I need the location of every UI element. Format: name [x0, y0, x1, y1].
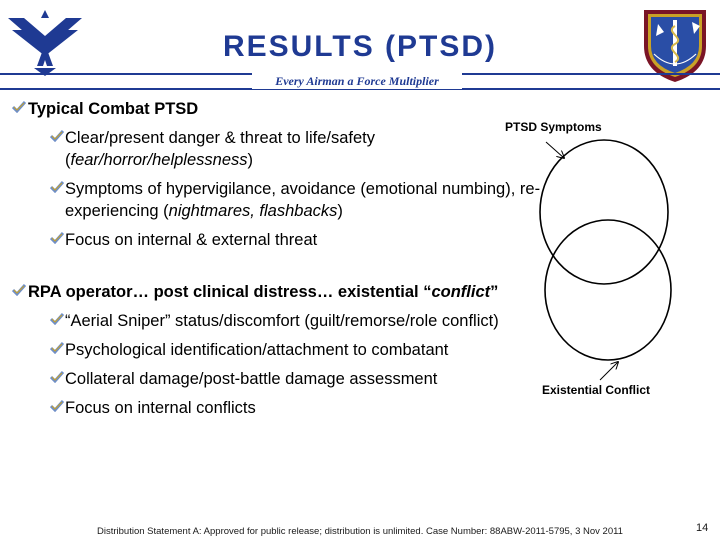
sub-bullet-collateral: Collateral damage/post-battle damage ass…: [12, 368, 542, 390]
paren-close: ): [337, 202, 343, 220]
venn-diagram: [539, 139, 672, 381]
checkmark-bullet-icon: [50, 371, 64, 383]
checkmark-bullet-icon: [50, 400, 64, 412]
sub-bullet-symptoms: Symptoms of hypervigilance, avoidance (e…: [12, 178, 542, 222]
tagline: Every Airman a Force Multiplier: [252, 73, 462, 89]
bullet-text: RPA operator… post clinical distress… ex…: [28, 283, 432, 301]
ptsd-symptoms-label: PTSD Symptoms: [505, 120, 602, 134]
distribution-statement: Distribution Statement A: Approved for p…: [97, 526, 623, 537]
sub-bullet-internal-conflicts: Focus on internal conflicts: [12, 397, 542, 419]
paren-open: (: [65, 151, 71, 169]
italic-text: conflict: [431, 283, 491, 301]
human-performance-wing-shield-icon: [644, 10, 706, 82]
bullet-text: Typical Combat PTSD: [28, 100, 199, 118]
bullet-text: Clear/present danger & threat to life/sa…: [65, 129, 376, 147]
bullet-text: Focus on internal & external threat: [65, 231, 318, 249]
sub-bullet-danger: Clear/present danger & threat to life/sa…: [12, 127, 542, 171]
bullet-text: Collateral damage/post-battle damage ass…: [65, 370, 438, 388]
quote-close: ”: [490, 283, 499, 301]
checkmark-bullet-icon: [12, 101, 26, 113]
bullet-text: Focus on internal conflicts: [65, 399, 256, 417]
sub-bullet-threat-focus: Focus on internal & external threat: [12, 229, 542, 251]
checkmark-bullet-icon: [50, 313, 64, 325]
checkmark-bullet-icon: [50, 342, 64, 354]
ptsd-symptoms-circle: [539, 139, 669, 285]
page-number: 14: [696, 522, 709, 534]
checkmark-bullet-icon: [50, 181, 64, 193]
bullet-typical-combat-ptsd: Typical Combat PTSD: [12, 98, 542, 120]
bullet-text: Psychological identification/attachment …: [65, 341, 449, 359]
slide-title: RESULTS (PTSD): [222, 30, 498, 63]
bullet-text: “Aerial Sniper” status/discomfort (guilt…: [65, 312, 499, 330]
existential-conflict-arrow: [599, 362, 618, 381]
checkmark-bullet-icon: [12, 284, 26, 296]
checkmark-bullet-icon: [50, 130, 64, 142]
bullet-list: Typical Combat PTSD Clear/present danger…: [12, 98, 542, 419]
italic-text: nightmares, flashbacks: [168, 202, 338, 220]
existential-conflict-label: Existential Conflict: [542, 383, 651, 397]
bullet-rpa-operator: RPA operator… post clinical distress… ex…: [12, 281, 542, 303]
header-rule-bottom: [0, 88, 720, 90]
ptsd-symptoms-arrow: [545, 141, 564, 158]
sub-bullet-identification: Psychological identification/attachment …: [12, 339, 542, 361]
bullet-text: Symptoms of hypervigilance, avoidance (e…: [65, 180, 541, 220]
sub-bullet-aerial-sniper: “Aerial Sniper” status/discomfort (guilt…: [12, 310, 542, 332]
existential-conflict-circle: [544, 219, 672, 361]
checkmark-bullet-icon: [50, 232, 64, 244]
air-force-wings-logo-icon: [8, 10, 82, 76]
italic-text: fear/horror/helplessness: [70, 151, 248, 169]
paren-close: ): [247, 151, 254, 169]
